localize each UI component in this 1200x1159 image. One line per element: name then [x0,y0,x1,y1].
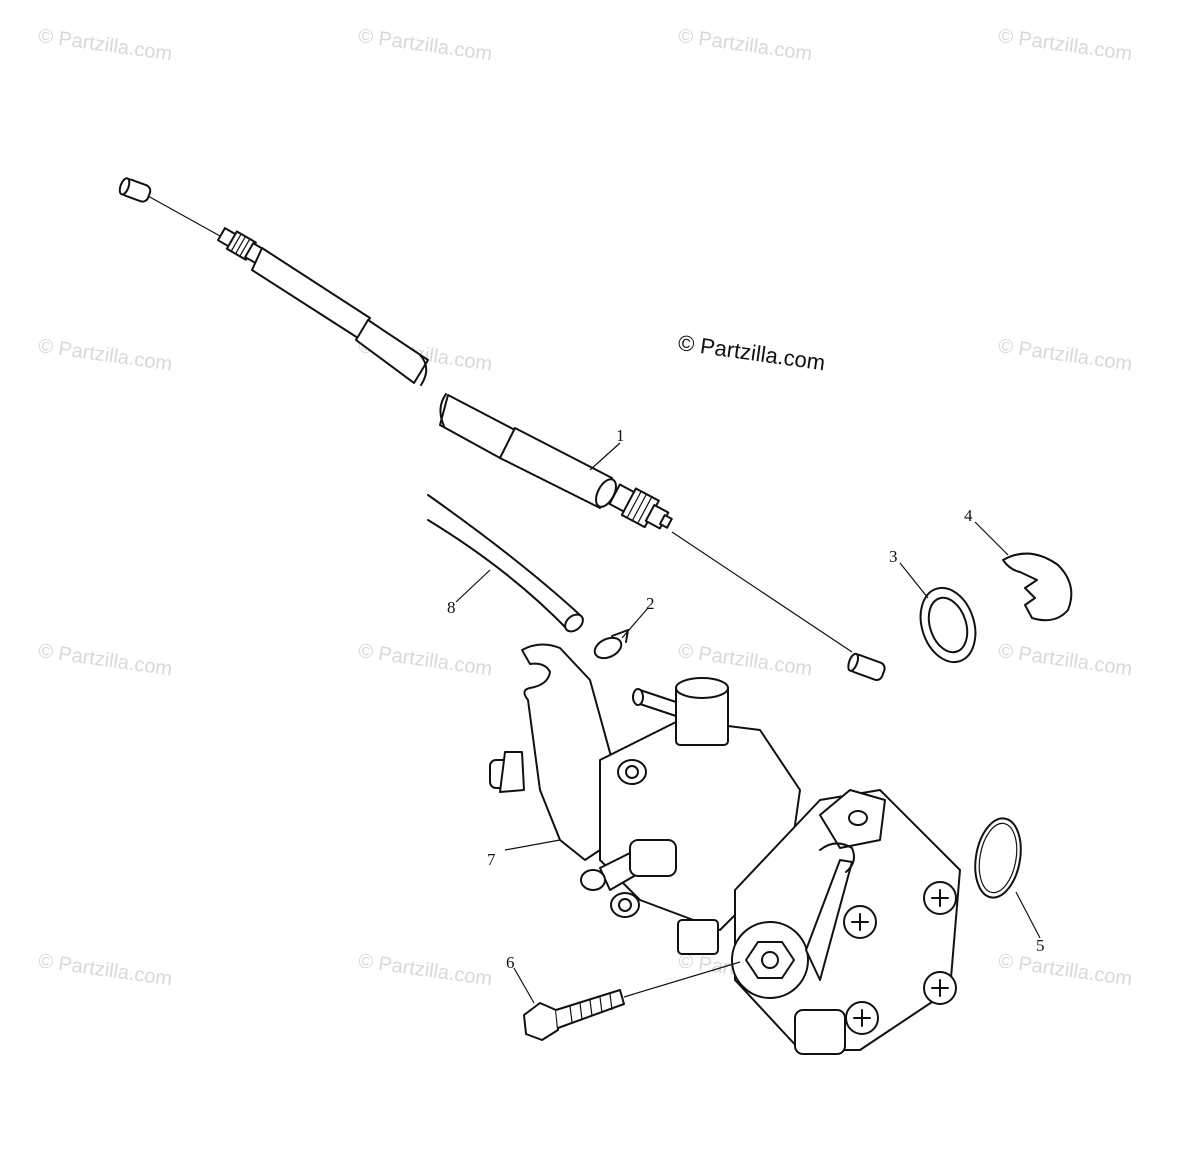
cable-assembly [118,177,886,681]
fuel-hose [427,494,584,633]
callout-2: 2 [646,594,655,613]
callout-5: 5 [1036,936,1045,955]
hose-clamp [593,629,629,660]
callout-8: 8 [447,598,456,617]
washer [919,586,977,664]
o-ring [974,817,1022,899]
callout-4: 4 [964,506,973,525]
e-clip [1002,552,1073,622]
leader-lines [455,442,1041,1004]
callout-7: 7 [487,850,496,869]
bolt [523,961,741,1041]
callout-6: 6 [506,953,515,972]
callout-3: 3 [889,547,898,566]
callout-1: 1 [616,426,625,445]
oil-pump [489,643,961,1055]
